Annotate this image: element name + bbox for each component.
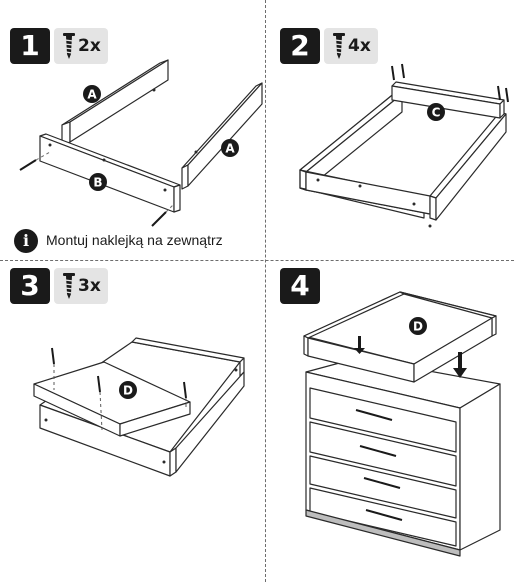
dresser-plinth <box>305 509 461 557</box>
panel-a-right <box>181 82 263 190</box>
dresser-drawers <box>309 387 457 547</box>
step-3-screw-badge: 3x <box>54 268 108 304</box>
panel-b-front <box>39 133 181 213</box>
info-icon: i <box>14 229 38 253</box>
step-1-screw-count: 2x <box>78 36 101 56</box>
horizontal-dashed-divider <box>0 260 514 261</box>
vertical-dashed-divider <box>265 0 266 582</box>
step-2-screw-badge: 4x <box>324 28 378 64</box>
dresser-side <box>459 383 501 551</box>
label-d-step-4: D <box>413 320 423 334</box>
label-d-step-3: D <box>123 384 133 398</box>
step-1-screw-badge: 2x <box>54 28 108 64</box>
step-1-illustration <box>19 59 263 227</box>
panel-d-step-4 <box>303 291 497 383</box>
step-3-screw-count: 3x <box>78 276 101 296</box>
label-a-right: A <box>225 142 235 156</box>
part-label-markers <box>83 85 445 399</box>
step-4-illustration <box>303 291 501 557</box>
step-1-badge: 1 <box>10 28 50 64</box>
screw-icon <box>333 33 345 59</box>
label-b: B <box>93 176 102 190</box>
panel-a-left <box>61 59 169 146</box>
label-a-left: A <box>87 88 97 102</box>
down-arrows <box>354 336 467 378</box>
panel-c <box>391 81 505 119</box>
step-2-screw-count: 4x <box>348 36 371 56</box>
step-2-badge: 2 <box>280 28 320 64</box>
step-3-badge: 3 <box>10 268 50 304</box>
step-2-illustration <box>299 63 509 228</box>
label-c: C <box>432 106 441 120</box>
step-1-screws <box>19 159 167 227</box>
sticker-note-text: Montuj naklejką na zewnątrz <box>46 232 223 248</box>
step-2-screws <box>391 63 509 103</box>
screw-icon <box>63 33 75 59</box>
panel-d-step-3 <box>33 361 191 437</box>
drawer-handles <box>355 409 403 521</box>
screw-icon <box>63 273 75 299</box>
step-4-badge: 4 <box>280 268 320 304</box>
step-3-illustration <box>33 337 245 477</box>
step-3-screws <box>51 347 187 399</box>
